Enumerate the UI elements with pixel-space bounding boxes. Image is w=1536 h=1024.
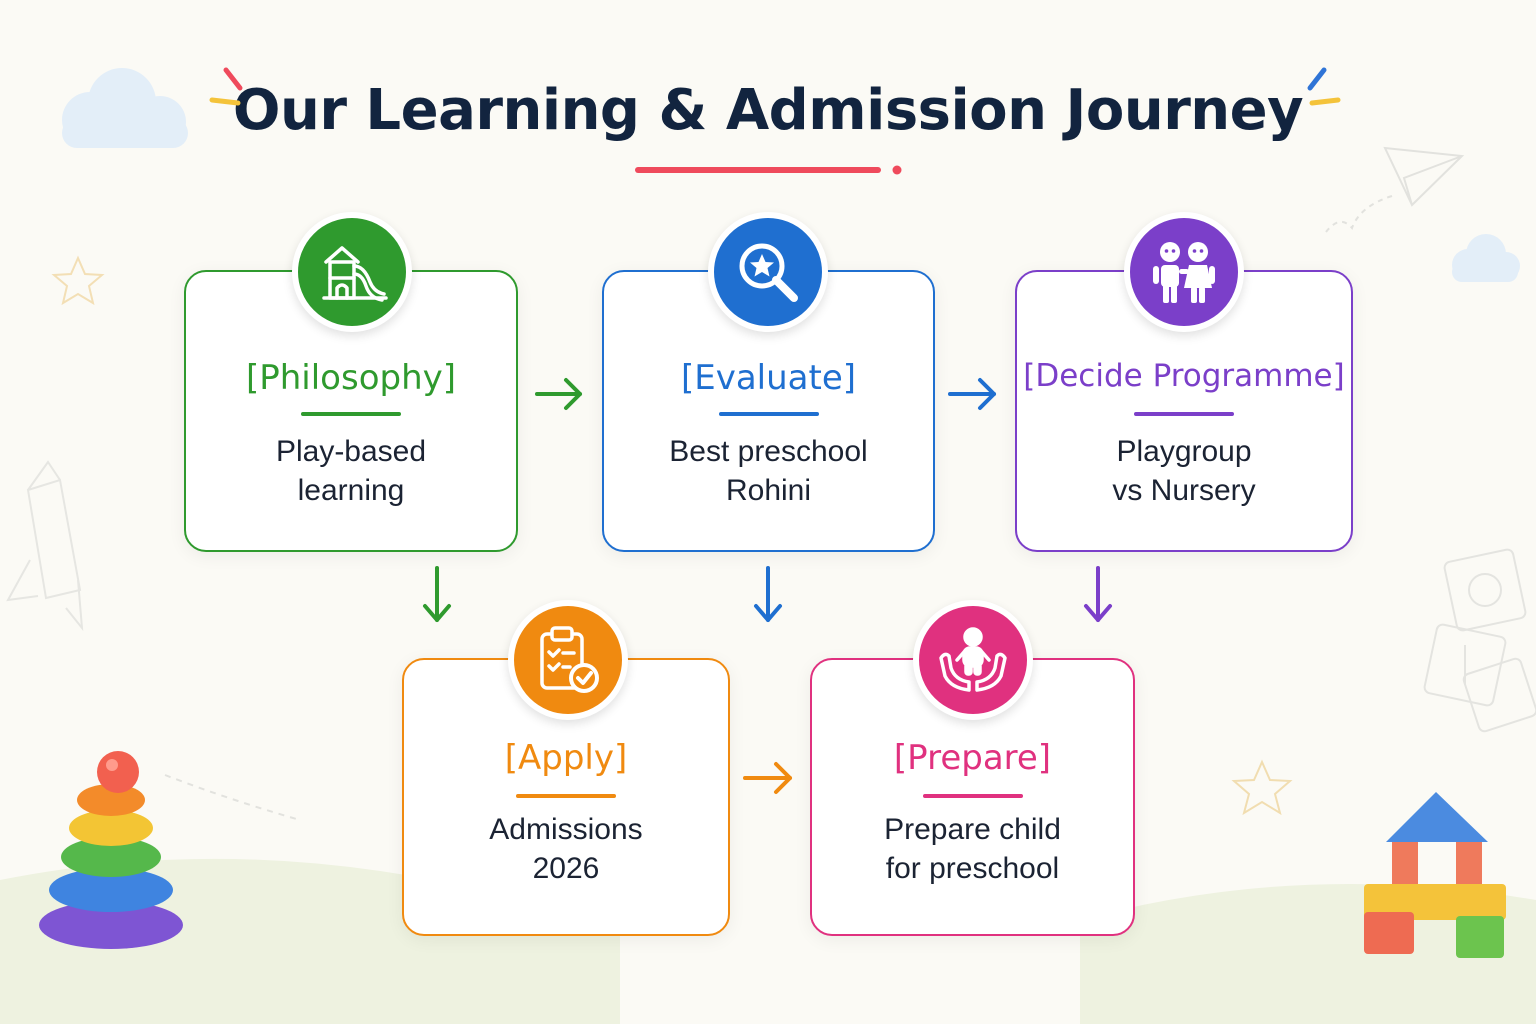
hands-child-icon: [939, 627, 1007, 692]
step-description: Playgroup vs Nursery: [1112, 435, 1256, 507]
stacking-rings-toy-icon: [39, 751, 183, 949]
philosophy-badge: [292, 212, 412, 332]
step-label: [Apply]: [504, 738, 628, 778]
step-label: [Evaluate]: [680, 358, 857, 398]
decide-programme-badge: [1124, 212, 1244, 332]
two-children-icon: [1153, 242, 1215, 303]
page-title: Our Learning & Admission Journey: [232, 78, 1304, 143]
prepare-badge: [913, 600, 1033, 720]
step-card-apply: [Apply] Admissions 2026: [402, 658, 730, 936]
rocket-icon: [6, 460, 84, 632]
step-label: [Decide Programme]: [1023, 358, 1345, 394]
cloud-icon: [62, 68, 188, 148]
magnifier-star-icon: [739, 243, 798, 302]
step-divider: [1134, 412, 1234, 416]
step-description: Admissions 2026: [489, 813, 643, 885]
step-divider: [922, 794, 1023, 798]
playground-slide-icon: [322, 246, 388, 302]
step-divider: [718, 412, 819, 416]
step-description: Prepare child for preschool: [884, 813, 1061, 885]
clipboard-check-icon: [540, 626, 599, 693]
step-label: [Prepare]: [893, 738, 1052, 778]
paper-plane-icon: [1325, 146, 1465, 233]
apply-badge: [508, 600, 628, 720]
star-icon: [51, 255, 105, 306]
step-label: [Philosophy]: [245, 358, 457, 398]
step-description: Best preschool Rohini: [669, 435, 868, 507]
star-icon: [1231, 759, 1293, 816]
step-divider: [516, 794, 616, 798]
cloud-icon: [1452, 234, 1520, 282]
letter-blocks-icon: [1423, 548, 1536, 733]
evaluate-badge: [708, 212, 828, 332]
step-description: Play-based learning: [275, 435, 427, 507]
building-blocks-icon: [1364, 792, 1506, 958]
step-divider: [301, 412, 401, 416]
